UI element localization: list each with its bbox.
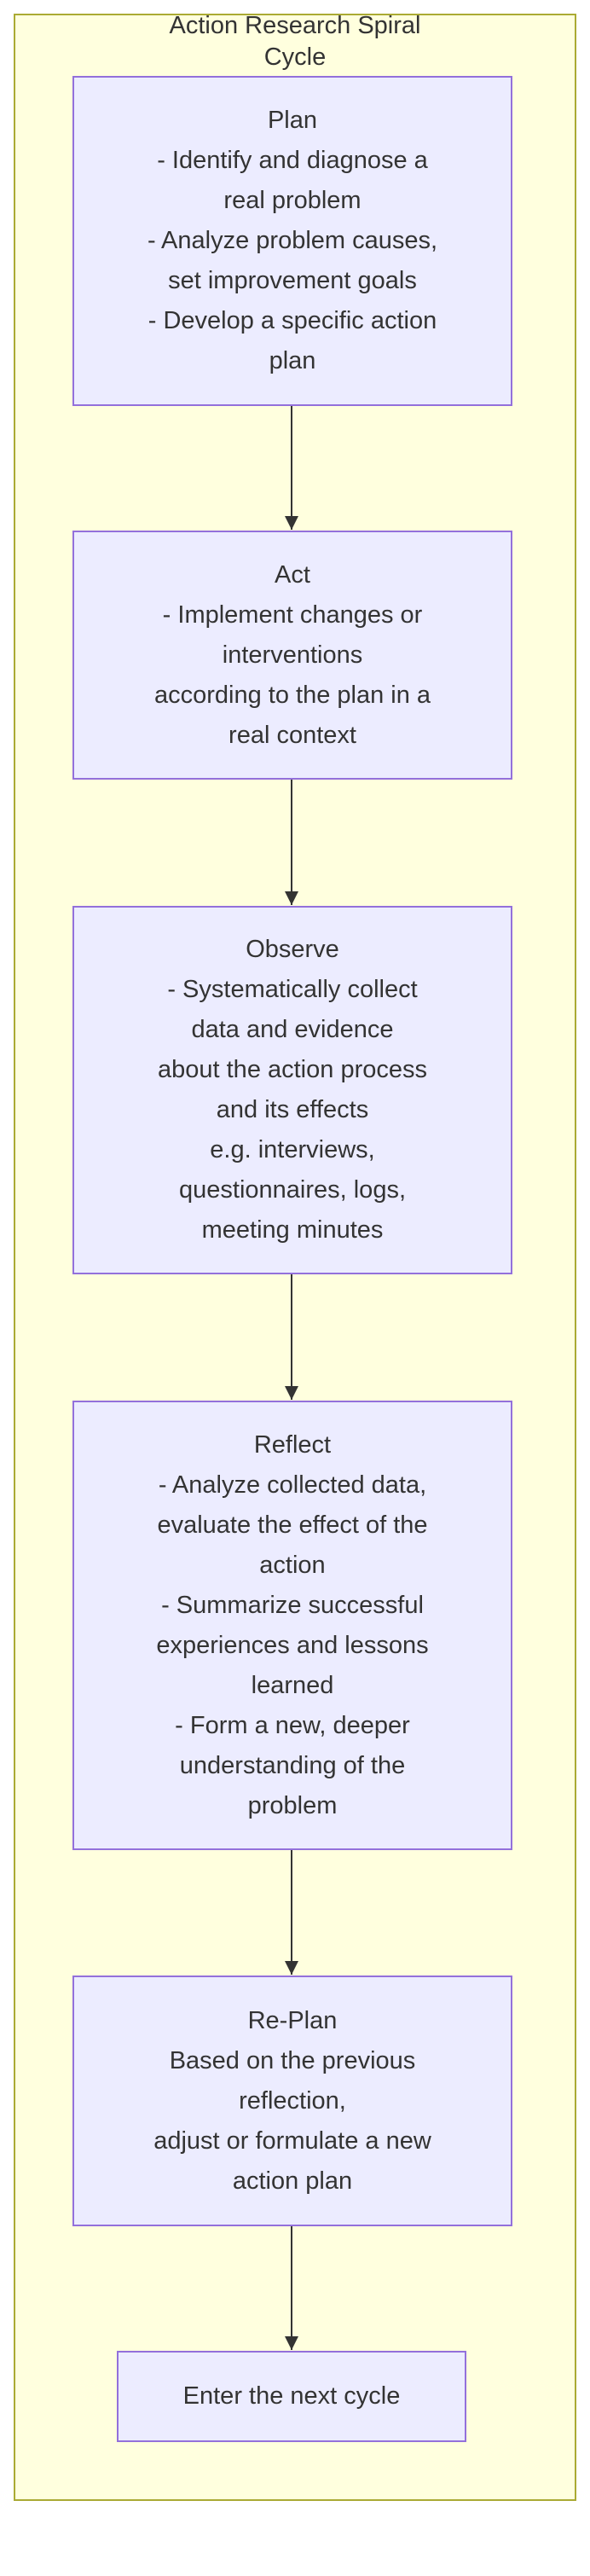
node-line: understanding of the (179, 1751, 406, 1779)
node-line: about the action process (158, 1056, 427, 1083)
node-line: - Develop a specific action (148, 307, 437, 334)
node-line: action (259, 1551, 326, 1579)
node-line: real context (228, 721, 356, 749)
node-line: according to the plan in a (153, 681, 431, 709)
node-line: real problem (223, 187, 362, 214)
node-line: data and evidence (191, 1016, 394, 1043)
node-line: Reflect (253, 1430, 332, 1459)
node-line: adjust or formulate a new (153, 2126, 431, 2155)
node-line: set improvement goals (168, 267, 417, 294)
node-line: e.g. interviews, (210, 1136, 375, 1163)
node-reflect[interactable]: Reflect - Analyze collected data, evalua… (72, 1401, 512, 1850)
node-line: - Identify and diagnose a (157, 147, 428, 174)
node-plan[interactable]: Plan - Identify and diagnose a real prob… (72, 76, 512, 406)
node-line: - Summarize successful (161, 1591, 424, 1619)
cluster-title-line: Action Research Spiral (169, 12, 421, 39)
cluster-title-line: Cycle (263, 44, 327, 71)
node-line: problem (247, 1791, 338, 1819)
node-observe[interactable]: Observe - Systematically collect data an… (72, 906, 512, 1274)
node-line: experiences and lessons (156, 1631, 429, 1659)
node-line: Observe (246, 936, 339, 963)
node-line: Plan (267, 107, 318, 134)
node-line: Enter the next cycle (182, 2382, 401, 2410)
node-line: reflection, (239, 2086, 346, 2115)
node-line: questionnaires, logs, (179, 1176, 406, 1204)
node-line: meeting minutes (201, 1216, 384, 1244)
node-line: evaluate the effect of the (157, 1511, 428, 1539)
node-line: - Analyze problem causes, (147, 227, 438, 254)
node-line: Act (275, 560, 310, 589)
node-line: - Analyze collected data, (158, 1471, 427, 1499)
node-line: Based on the previous (169, 2046, 416, 2074)
node-line: plan (269, 347, 316, 374)
node-line: learned (251, 1671, 334, 1699)
node-line: - Form a new, deeper (175, 1711, 410, 1739)
node-line: action plan (232, 2167, 353, 2195)
node-enter-next-cycle[interactable]: Enter the next cycle (117, 2351, 466, 2442)
node-line: Re-Plan (247, 2006, 338, 2034)
node-line: - Systematically collect (167, 976, 418, 1003)
node-act[interactable]: Act - Implement changes or interventions… (72, 531, 512, 780)
cluster-title: Action Research Spiral Cycle (0, 10, 590, 73)
node-line: and its effects (216, 1096, 369, 1123)
node-line: - Implement changes or (162, 600, 423, 629)
node-line: interventions (222, 641, 363, 669)
node-replan[interactable]: Re-Plan Based on the previous reflection… (72, 1976, 512, 2226)
